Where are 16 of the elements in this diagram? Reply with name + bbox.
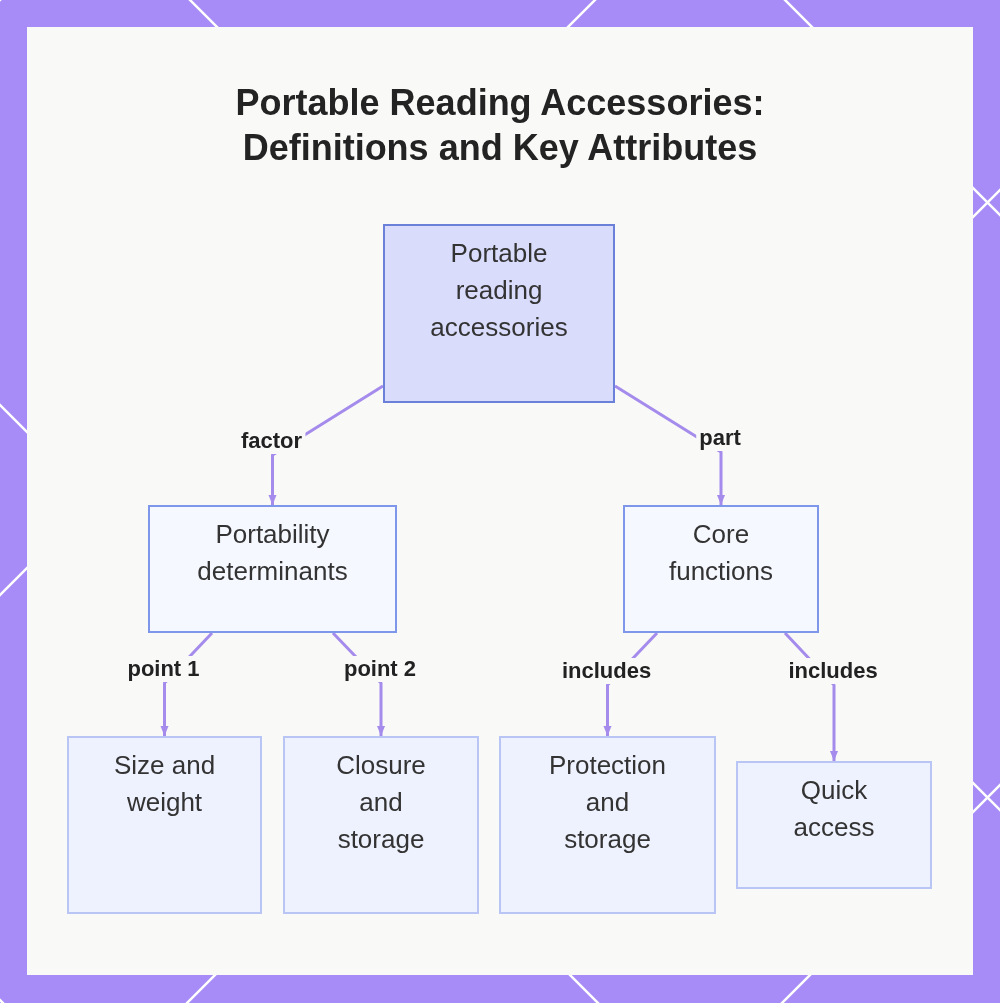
concept-box [383, 224, 615, 403]
concept-box [148, 505, 397, 633]
concept-box [283, 736, 479, 914]
concept-label: Portable reading accessories [430, 238, 568, 342]
concept-label: Size and weight [113, 750, 216, 817]
concept-label: Closure and storage [336, 750, 426, 854]
diagram-title: Portable Reading Accessories: Definitions and Key Attributes [235, 82, 765, 168]
concept-label: Core functions [668, 519, 774, 586]
connector-arrow [614, 384, 725, 505]
concept-box [623, 505, 819, 633]
concept-label: Portability determinants [197, 519, 348, 586]
concept-box [499, 736, 716, 914]
concept-box [67, 736, 262, 914]
concept-box [736, 761, 932, 889]
concept-label: Quick access [793, 775, 875, 842]
concept-label: Protection and storage [548, 750, 667, 854]
